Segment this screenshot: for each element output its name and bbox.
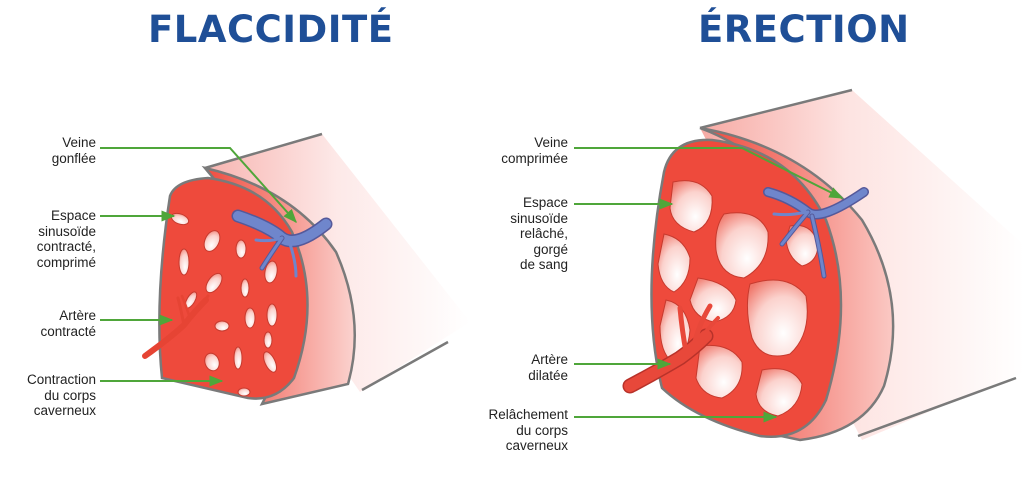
erect-artery (622, 303, 720, 394)
erect-vein (763, 187, 869, 279)
arrow-right-veine (574, 147, 844, 199)
flaccid-artery (142, 294, 210, 359)
label-right-relachement: Relâchement du corps caverneux (488, 407, 568, 453)
flaccid-cross-section (142, 132, 470, 406)
label-left-contraction: Contraction du corps caverneux (26, 372, 96, 418)
pointer-arrows (100, 147, 844, 423)
flaccid-sinusoids (170, 212, 278, 397)
label-left-artere: Artère contracté (40, 308, 96, 339)
title-flaccidite: FLACCIDITÉ (148, 8, 394, 51)
label-right-artere: Artère dilatée (528, 352, 568, 383)
label-right-espace: Espace sinusoïde relâché, gorgé de sang (510, 195, 568, 272)
erect-cross-section (622, 88, 1024, 442)
label-left-espace: Espace sinusoïde contracté, comprimé (36, 208, 96, 270)
title-erection: ÉRECTION (698, 8, 910, 51)
label-right-veine: Veine comprimée (501, 135, 568, 166)
arrow-left-veine (100, 147, 297, 224)
flaccid-vein (231, 209, 333, 278)
label-left-veine: Veine gonflée (51, 135, 96, 166)
